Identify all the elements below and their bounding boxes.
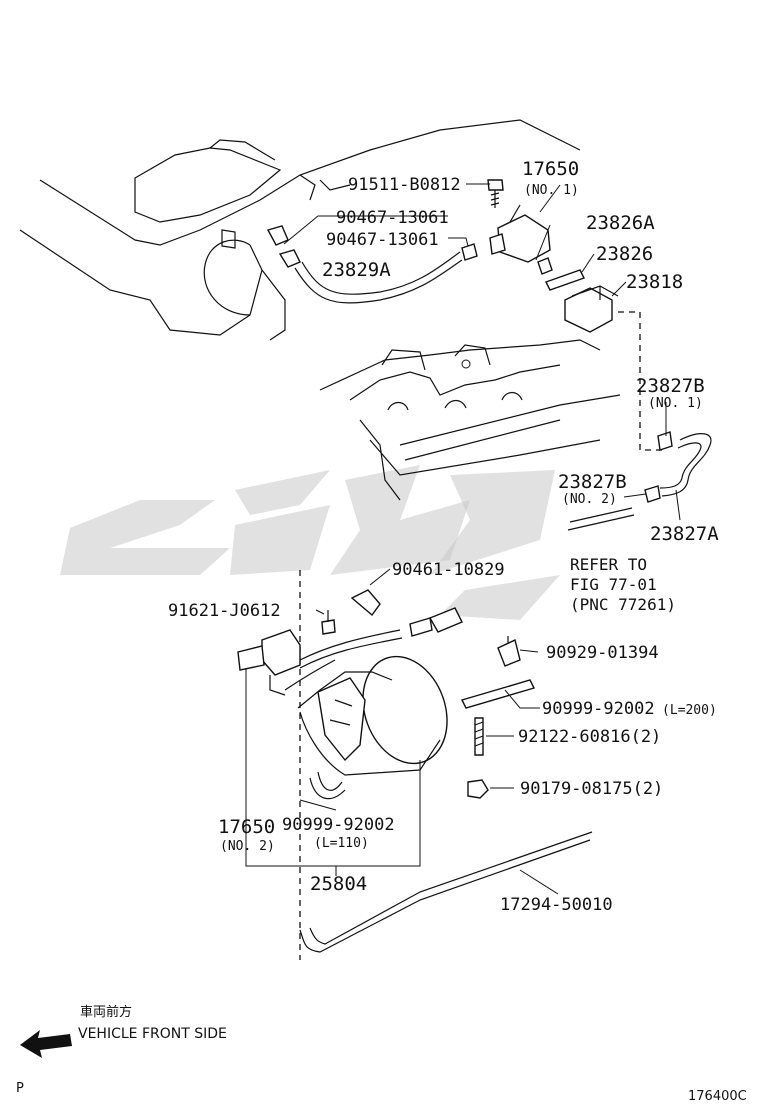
- direction-jp: 車両前方: [80, 1004, 132, 1020]
- leader-lines: [245, 183, 681, 895]
- label-17294-50010: 17294-50010: [500, 895, 613, 915]
- hose-23827A: [659, 433, 712, 497]
- label-17650-no1: 17650: [522, 158, 579, 180]
- label-90929-01394: 90929-01394: [546, 643, 659, 663]
- connector-90929: [409, 607, 521, 667]
- nut-90179: [467, 779, 489, 799]
- label-23826a: 23826A: [586, 212, 655, 234]
- hose-90999-l110: [309, 771, 346, 800]
- label-23818: 23818: [626, 271, 683, 293]
- hoses-lower: [284, 629, 403, 691]
- label-23827a: 23827A: [650, 523, 719, 545]
- vsv-no2: [237, 629, 301, 696]
- canister-25804: [297, 655, 448, 776]
- clip-23827B: [644, 431, 673, 503]
- part-labels: 91511-B0812 17650 (NO. 1) 90467-13061 90…: [168, 158, 719, 915]
- cylinder-head-outline: [319, 339, 621, 501]
- refer-line-1: REFER TO: [570, 555, 647, 574]
- hose-90999-l200: [460, 679, 536, 709]
- figure-id: 176400C: [688, 1089, 747, 1104]
- bolt-91511: [487, 179, 504, 208]
- label-25804: 25804: [310, 873, 367, 895]
- hose-23829A: [294, 251, 463, 304]
- corner-letter: P: [16, 1081, 24, 1096]
- label-17650-no2: 17650: [218, 816, 275, 838]
- direction-en: VEHICLE FRONT SIDE: [78, 1026, 227, 1042]
- label-23826: 23826: [596, 243, 653, 265]
- label-90179-08175: 90179-08175(2): [520, 779, 663, 799]
- engine-outline: [19, 119, 581, 341]
- refer-line-2: FIG 77-01: [570, 575, 657, 594]
- arrow-left-icon: [20, 1030, 72, 1058]
- direction-indicator: 車両前方 VEHICLE FRONT SIDE: [20, 1004, 227, 1058]
- note-23827b-no2: (NO. 2): [562, 492, 617, 507]
- label-92122-60816: 92122-60816(2): [518, 727, 661, 747]
- label-91621-j0612: 91621-J0612: [168, 601, 281, 621]
- note-17650-no1: (NO. 1): [524, 183, 579, 198]
- label-90467-13061-a: 90467-13061: [336, 208, 449, 228]
- note-90999-92002-a: (L=200): [662, 703, 717, 718]
- clip-90467: [266, 225, 478, 268]
- label-90461-10829: 90461-10829: [392, 560, 505, 580]
- pipe-17294: [299, 831, 593, 953]
- bolt-91621: [321, 610, 336, 635]
- hose-23826: [545, 269, 585, 291]
- bracket-90461: [350, 589, 381, 617]
- label-91511-b0812: 91511-B0812: [348, 175, 461, 195]
- stud-92122: [474, 717, 484, 756]
- label-23827b-no2: 23827B: [558, 471, 627, 493]
- label-23827b-no1: 23827B: [636, 375, 705, 397]
- vsv-no1: [489, 204, 551, 263]
- label-90467-13061-b: 90467-13061: [326, 230, 439, 250]
- watermark-logo: [60, 465, 560, 620]
- label-90999-92002-b: 90999-92002: [282, 815, 395, 835]
- label-23829a: 23829A: [322, 259, 391, 281]
- label-90999-92002-a: 90999-92002: [542, 699, 655, 719]
- note-23827b-no1: (NO. 1): [648, 396, 703, 411]
- refer-line-3: (PNC 77261): [570, 595, 676, 614]
- note-17650-no2: (NO. 2): [220, 839, 275, 854]
- filter-23818: [564, 285, 619, 333]
- note-90999-92002-b: (L=110): [314, 836, 369, 851]
- pipe-refer: [567, 507, 635, 531]
- clip-23826A: [537, 257, 553, 275]
- dashed-guide-lines: [299, 311, 662, 960]
